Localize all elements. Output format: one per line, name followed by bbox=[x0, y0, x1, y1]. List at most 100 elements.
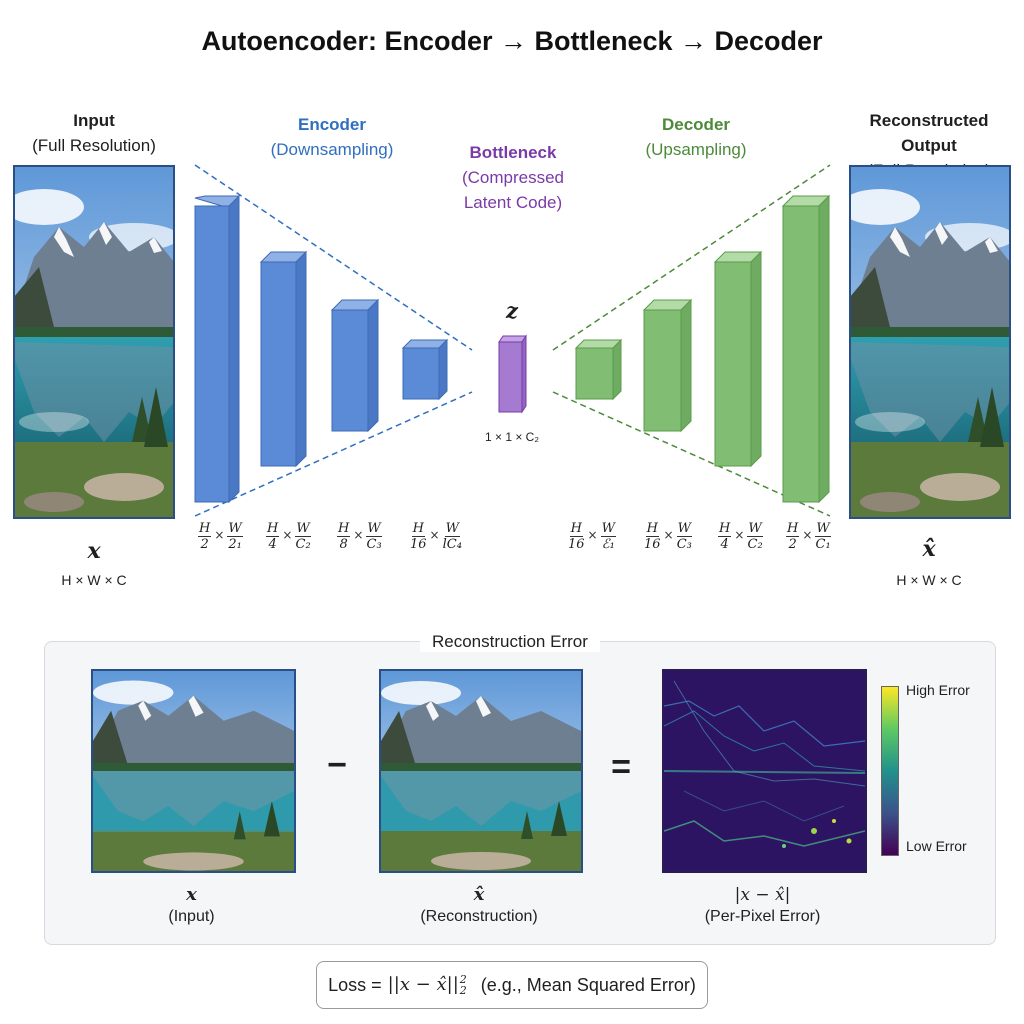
input-variable: x bbox=[87, 538, 101, 564]
output-image bbox=[849, 165, 1011, 519]
decoder-dim-3-h-den: 4 bbox=[720, 536, 729, 552]
error-input-caption: x (Input) bbox=[91, 884, 292, 928]
encoder-heading: Encoder bbox=[297, 115, 367, 134]
decoder-dim-3-w-num: W bbox=[747, 520, 763, 537]
colorbar-high-label: High Error bbox=[906, 682, 970, 698]
error-reconstruction-image bbox=[379, 669, 583, 873]
decoder-block-3 bbox=[713, 250, 763, 468]
error-input-image bbox=[91, 669, 296, 873]
decoder-dim-4-h-num: H bbox=[786, 520, 800, 537]
loss-superscript: 2 bbox=[459, 973, 467, 986]
encoder-funnel-lines bbox=[194, 164, 473, 517]
input-image bbox=[13, 165, 175, 519]
decoder-dim-2-h-num: H bbox=[645, 520, 659, 537]
reconstruction-error-title: Reconstruction Error bbox=[420, 632, 600, 652]
error-input-label: (Input) bbox=[168, 908, 215, 925]
decoder-dim-1-w-num: W bbox=[600, 520, 616, 537]
decoder-dim-2-w-num: W bbox=[676, 520, 692, 537]
decoder-block-2 bbox=[642, 298, 693, 433]
decoder-dim-1-h-den: 16 bbox=[568, 536, 585, 552]
bottleneck-subheading-2: Latent Code) bbox=[463, 193, 563, 212]
bottleneck-subheading-1: (Compressed bbox=[461, 168, 565, 187]
encoder-dim-1-w-den: 2₁ bbox=[228, 536, 242, 552]
decoder-subheading: (Upsampling) bbox=[645, 140, 747, 159]
decoder-dim-1-w-den: ℰ₁ bbox=[601, 536, 615, 552]
decoder-dim-2-w-den: C₃ bbox=[676, 536, 692, 552]
encoder-subheading: (Downsampling) bbox=[270, 140, 394, 159]
encoder-dim-4-h-den: 16 bbox=[410, 536, 427, 552]
encoder-dim-4-h-num: H bbox=[411, 520, 425, 537]
decoder-dim-4-w-den: C₁ bbox=[815, 536, 831, 552]
loss-norm: ||x − x̂|| bbox=[387, 974, 459, 995]
decoder-dim-3-w-den: C₂ bbox=[747, 536, 763, 552]
error-reconstruction-var: x̂ bbox=[473, 884, 485, 905]
encoder-block-3 bbox=[330, 298, 380, 433]
bottleneck-dims: 1 × 1 × C₂ bbox=[484, 430, 540, 444]
bottleneck-header: Bottleneck (Compressed Latent Code) bbox=[433, 140, 593, 215]
encoder-dim-2-h-num: H bbox=[266, 520, 280, 537]
error-colorbar bbox=[881, 686, 899, 856]
encoder-dim-3-h-den: 8 bbox=[339, 536, 348, 552]
loss-prefix: Loss = bbox=[328, 974, 382, 995]
encoder-dim-2-w-num: W bbox=[295, 520, 311, 537]
encoder-dim-1-h-num: H bbox=[198, 520, 212, 537]
error-reconstruction-label: (Reconstruction) bbox=[420, 908, 538, 925]
decoder-funnel-top bbox=[552, 164, 831, 351]
decoder-dim-4-w-num: W bbox=[815, 520, 831, 537]
loss-note: (e.g., Mean Squared Error) bbox=[480, 974, 696, 995]
encoder-dim-2-h-den: 4 bbox=[268, 536, 277, 552]
encoder-block-1 bbox=[194, 194, 241, 504]
encoder-dim-3-w-num: W bbox=[366, 520, 382, 537]
encoder-dim-2-w-den: C₂ bbox=[295, 536, 311, 552]
colorbar-low-label: Low Error bbox=[906, 838, 967, 854]
input-heading: Input bbox=[73, 111, 115, 130]
decoder-dim-1-h-num: H bbox=[569, 520, 583, 537]
encoder-dim-3-h-num: H bbox=[337, 520, 351, 537]
error-reconstruction-caption: x̂ (Reconstruction) bbox=[379, 884, 579, 928]
input-subheading: (Full Resolution) bbox=[32, 136, 156, 155]
input-header: Input (Full Resolution) bbox=[14, 108, 174, 158]
decoder-header: Decoder (Upsampling) bbox=[616, 112, 776, 162]
error-map-image bbox=[662, 669, 867, 873]
encoder-funnel-bottom bbox=[194, 391, 473, 517]
diagram-title: Autoencoder: Encoder → Bottleneck → Deco… bbox=[201, 26, 823, 56]
bottleneck-variable: z bbox=[506, 298, 518, 323]
encoder-dim-3-w-den: C₃ bbox=[366, 536, 382, 552]
encoder-funnel-top bbox=[194, 164, 473, 351]
decoder-block-1 bbox=[574, 338, 623, 401]
network-diagram bbox=[194, 164, 831, 517]
output-dims: H × W × C bbox=[896, 572, 962, 588]
decoder-dim-3-h-num: H bbox=[718, 520, 732, 537]
error-map-caption: |x − x̂| (Per-Pixel Error) bbox=[662, 884, 863, 928]
decoder-heading: Decoder bbox=[661, 115, 731, 134]
encoder-dim-1-h-den: 2 bbox=[200, 536, 209, 552]
decoder-block-4 bbox=[781, 194, 831, 504]
loss-subscript: 2 bbox=[459, 984, 467, 997]
encoder-dim-4-w-num: W bbox=[444, 520, 460, 537]
bottleneck-heading: Bottleneck bbox=[469, 143, 557, 162]
minus-operator: − bbox=[327, 746, 347, 784]
output-heading: Reconstructed Output bbox=[869, 111, 989, 155]
error-input-var: x bbox=[186, 884, 197, 905]
encoder-header: Encoder (Downsampling) bbox=[252, 112, 412, 162]
equals-operator: = bbox=[611, 748, 631, 786]
encoder-block-2 bbox=[259, 250, 308, 468]
decoder-dim-2-h-den: 16 bbox=[644, 536, 661, 552]
bottleneck-block bbox=[498, 334, 527, 414]
encoder-block-4 bbox=[401, 338, 449, 401]
error-map-label: (Per-Pixel Error) bbox=[704, 908, 821, 925]
encoder-dim-4-w-den: lC₄ bbox=[442, 536, 462, 552]
error-map-var: |x − x̂| bbox=[734, 885, 791, 905]
output-variable: x̂ bbox=[922, 536, 936, 562]
encoder-dim-1-w-num: W bbox=[227, 520, 243, 537]
decoder-dim-4-h-den: 2 bbox=[788, 536, 797, 552]
